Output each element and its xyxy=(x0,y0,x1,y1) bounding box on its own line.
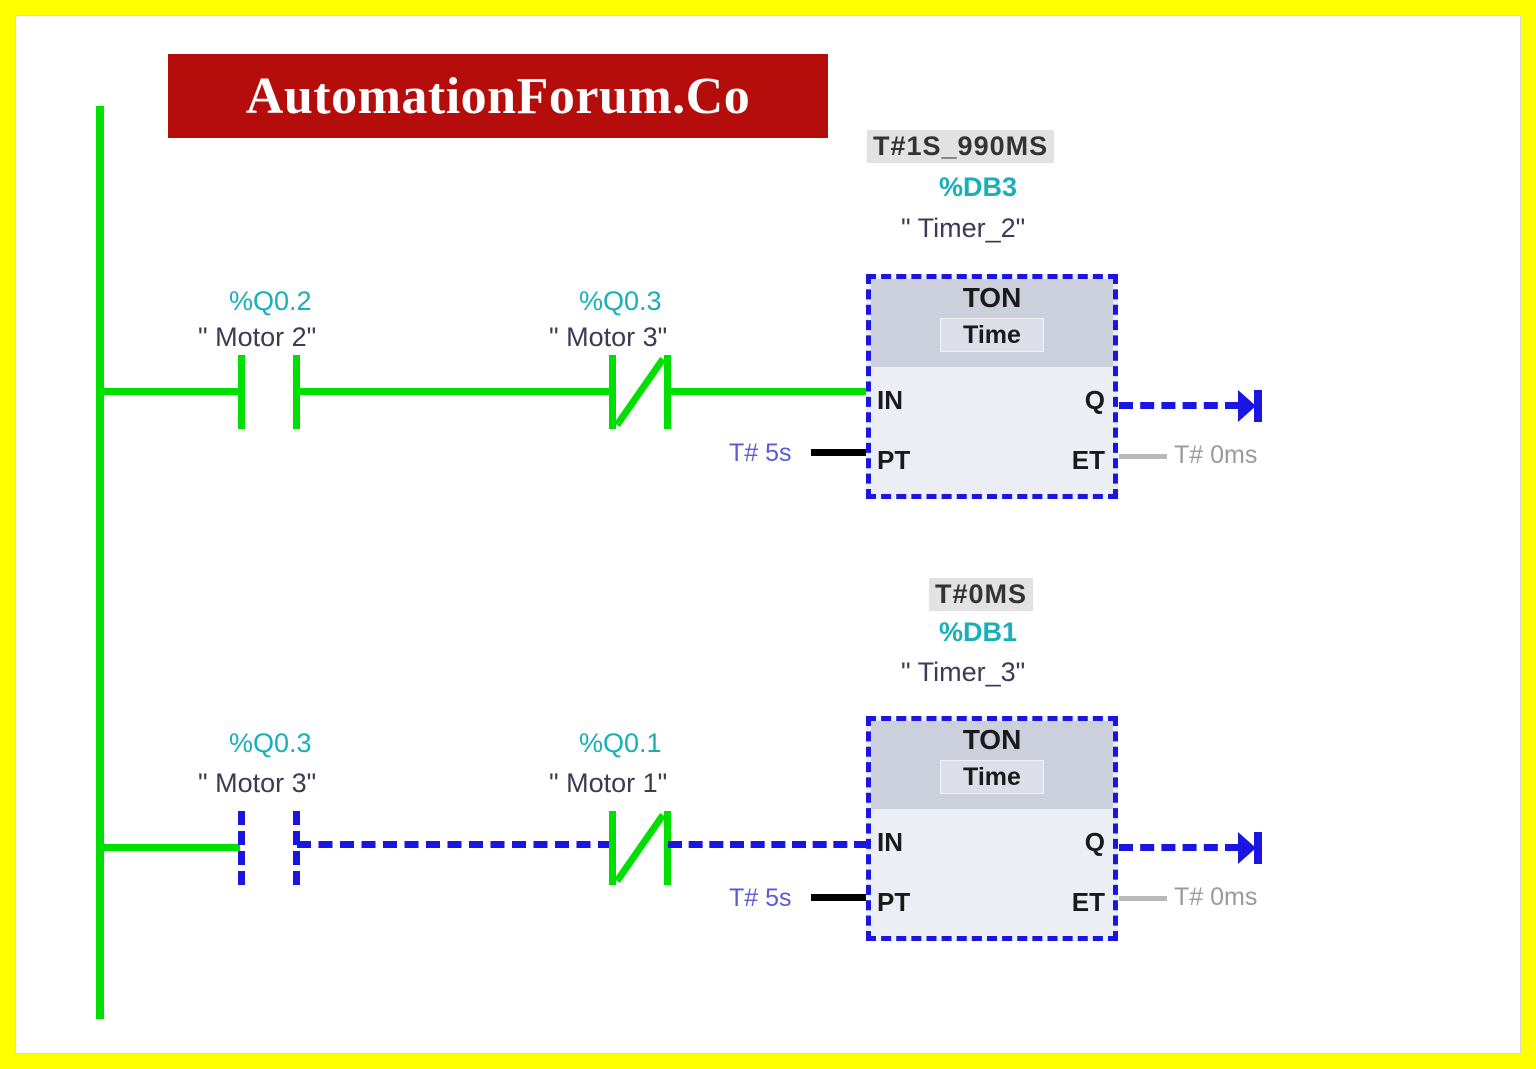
rung2-wire-contact2-to-block xyxy=(668,841,868,848)
rung2-et-output-wire xyxy=(1119,896,1167,901)
nc-contact-right-bar xyxy=(664,811,671,885)
rung1-pin-pt[interactable]: PT xyxy=(877,445,911,475)
rung1-contact2-symbol: " Motor 3" xyxy=(549,322,668,352)
rung2-ton-header: TON Time xyxy=(871,721,1113,809)
rung1-ton-body: IN PT Q ET xyxy=(871,367,1113,494)
rung2-contact-normally-open[interactable] xyxy=(238,811,300,885)
rung2-contact1-address: %Q0.3 xyxy=(229,728,312,758)
rung2-q-output-arrow-icon xyxy=(1238,832,1256,864)
rung2-wire-contact1-to-contact2 xyxy=(297,841,612,848)
rung1-pt-value[interactable]: T# 5s xyxy=(729,439,792,467)
rung1-contact1-symbol: " Motor 2" xyxy=(198,322,317,352)
rung2-ton-block[interactable]: TON Time IN PT Q ET xyxy=(866,716,1118,941)
rung1-q-output-terminator xyxy=(1254,390,1262,422)
nc-contact-left-bar xyxy=(609,811,616,885)
rung2-pin-et[interactable]: ET xyxy=(1071,887,1105,917)
rung2-ton-datatype[interactable]: Time xyxy=(940,760,1044,794)
rung2-contact-normally-closed[interactable] xyxy=(609,811,671,885)
rung1-pt-connector xyxy=(811,449,871,456)
rung1-timer-name: " Timer_2" xyxy=(901,213,1026,243)
rung2-pt-connector xyxy=(811,894,871,901)
rung2-wire-rail-to-contact1 xyxy=(100,844,240,851)
rung2-q-output-terminator xyxy=(1254,832,1262,864)
rung1-timer-instance-value: T#1S_990MS xyxy=(867,130,1055,163)
nc-contact-left-bar xyxy=(609,355,616,429)
rung2-pin-in[interactable]: IN xyxy=(877,827,903,857)
left-power-rail xyxy=(96,106,104,1019)
no-contact-left-bar xyxy=(238,811,245,885)
rung1-ton-block[interactable]: TON Time IN PT Q ET xyxy=(866,274,1118,499)
rung2-contact1-symbol: " Motor 3" xyxy=(198,768,317,798)
nc-contact-right-bar xyxy=(664,355,671,429)
watermark-logo: AutomationForum.Co xyxy=(168,54,828,138)
rung2-timer-name: " Timer_3" xyxy=(901,657,1026,687)
rung2-timer-instance-value: T#0MS xyxy=(929,578,1034,611)
nc-contact-slash-icon xyxy=(614,812,666,884)
rung2-contact2-symbol: " Motor 1" xyxy=(549,768,668,798)
rung1-et-value: T# 0ms xyxy=(1174,441,1258,469)
ladder-diagram-sheet: AutomationForum.Co %Q0.2 " Motor 2" xyxy=(15,15,1521,1054)
rung2-et-value: T# 0ms xyxy=(1174,883,1258,911)
rung1-wire-rail-to-contact1 xyxy=(100,388,240,395)
no-contact-left-bar xyxy=(238,355,245,429)
rung1-contact2-address: %Q0.3 xyxy=(579,286,662,316)
rung2-contact2-address: %Q0.1 xyxy=(579,728,662,758)
rung1-ton-datatype[interactable]: Time xyxy=(940,318,1044,352)
no-contact-right-bar xyxy=(293,811,300,885)
rung1-pin-q[interactable]: Q xyxy=(1084,385,1105,415)
rung2-ton-body: IN PT Q ET xyxy=(871,809,1113,936)
watermark-text: AutomationForum.Co xyxy=(245,67,751,125)
nc-contact-slash-icon xyxy=(614,356,666,428)
rung1-et-output-wire xyxy=(1119,454,1167,459)
rung1-pin-et[interactable]: ET xyxy=(1071,445,1105,475)
rung1-contact1-address: %Q0.2 xyxy=(229,286,312,316)
rung1-pin-in[interactable]: IN xyxy=(877,385,903,415)
rung1-q-output-wire xyxy=(1119,402,1239,409)
rung1-timer-db-address: %DB3 xyxy=(939,172,1018,202)
rung1-ton-type: TON xyxy=(962,282,1022,313)
no-contact-right-bar xyxy=(293,355,300,429)
rung1-wire-contact1-to-contact2 xyxy=(297,388,612,395)
rung1-wire-contact2-to-block xyxy=(668,388,868,395)
rung1-q-output-arrow-icon xyxy=(1238,390,1256,422)
rung2-pin-pt[interactable]: PT xyxy=(877,887,911,917)
rung1-ton-header: TON Time xyxy=(871,279,1113,367)
rung2-q-output-wire xyxy=(1119,844,1239,851)
rung2-timer-db-address: %DB1 xyxy=(939,617,1018,647)
rung1-contact-normally-closed[interactable] xyxy=(609,355,671,429)
rung1-contact-normally-open[interactable] xyxy=(238,355,300,429)
rung2-ton-type: TON xyxy=(962,724,1022,755)
rung2-pt-value[interactable]: T# 5s xyxy=(729,884,792,912)
rung2-pin-q[interactable]: Q xyxy=(1084,827,1105,857)
